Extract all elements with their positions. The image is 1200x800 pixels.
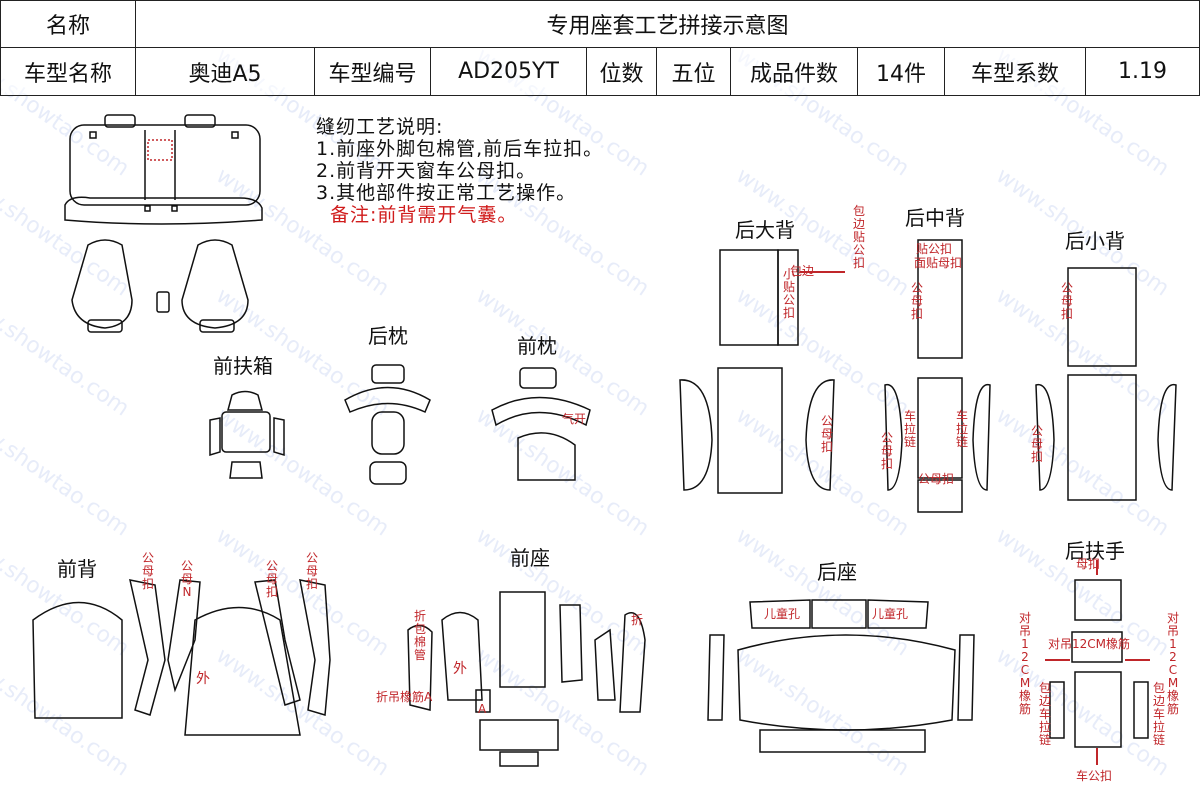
rear-armrest-pieces [1049, 579, 1149, 748]
notes-title: 缝纫工艺说明: [316, 116, 444, 138]
note-ra-car-male: 车公扣 [1076, 769, 1113, 783]
note-fb-snap-1: 公母扣 [141, 551, 154, 591]
rear-big-back-pieces [679, 249, 835, 494]
page-title: 专用座套工艺拼接示意图 [546, 14, 789, 39]
front-pillow-pieces [491, 367, 591, 481]
notes-item-1: 1.前座外脚包棉管,前后车拉扣。 [316, 138, 604, 160]
note-ra-left-hang: 对吊12CM橡筋 [1018, 611, 1031, 716]
header-table: 名称 专用座套工艺拼接示意图 车型名称 奥迪A5 车型编号 AD205YT 位数… [0, 0, 1200, 96]
notes-item-3: 3.其他部件按正常工艺操作。 [316, 182, 577, 204]
note-ra-right-hang: 对吊12CM橡筋 [1166, 611, 1179, 716]
note-fs-fold: 折 [630, 613, 643, 627]
model-name-value: 奥迪A5 [188, 61, 262, 87]
note-female-snap-big: 公母扣 [820, 414, 833, 454]
seats-cell: 五位 [656, 47, 731, 96]
front-armbox-pieces [209, 390, 285, 479]
label-rear-pillow: 后枕 [368, 324, 408, 348]
annotation-arrows [800, 271, 1150, 765]
note-fs-a: A [478, 702, 487, 716]
note-small-female: 公母扣 [1060, 281, 1073, 321]
model-name-label-cell: 车型名称 [0, 47, 136, 96]
seats-label: 位数 [599, 61, 644, 87]
note-snap-small: 小贴公扣 [782, 267, 795, 320]
model-code-cell: AD205YT [430, 47, 587, 96]
coef-cell: 1.19 [1085, 47, 1200, 96]
label-front-pillow: 前枕 [517, 334, 557, 358]
note-wrap-small: 包边 [790, 264, 815, 278]
coef-value: 1.19 [1118, 59, 1167, 84]
label-rear-small-back: 后小背 [1065, 229, 1125, 253]
note-air-open: 气开 [562, 412, 587, 426]
note-fb-snap-n: 公母N [180, 559, 193, 599]
rear-small-back-pieces [1035, 267, 1177, 501]
note-fs-wai: 外 [453, 661, 467, 677]
note-mid-side-snap: 公母扣 [880, 431, 893, 471]
rear-pillow-pieces [344, 364, 431, 485]
note-child-hole-2: 儿童孔 [872, 607, 909, 621]
label-rear-mid-back: 后中背 [905, 206, 965, 230]
note-wrap-edge-snap: 包边贴公扣 [852, 204, 865, 270]
note-mid-top2: 面贴母扣 [914, 256, 963, 270]
front-back-pieces [32, 579, 331, 736]
note-fold-hang: 折吊橡筋A [376, 690, 433, 704]
front-seats-overview [71, 239, 249, 333]
pieces-cell: 14件 [857, 47, 945, 96]
note-child-hole-1: 儿童孔 [764, 607, 801, 621]
note-fold-tube: 折包棉管 [413, 609, 426, 662]
seats-label-cell: 位数 [586, 47, 657, 96]
label-rear-armrest: 后扶手 [1065, 539, 1125, 563]
note-mid-zip-right: 车拉链 [955, 409, 968, 449]
note-fb-wai: 外 [196, 671, 210, 687]
rear-mid-back-pieces [884, 239, 991, 513]
label-rear-big-back: 后大背 [735, 218, 795, 242]
name-label: 名称 [45, 14, 90, 39]
note-small-side: 公母扣 [1030, 424, 1043, 464]
note-fb-snap-2: 公母扣 [265, 559, 278, 599]
model-name-cell: 奥迪A5 [135, 47, 315, 96]
model-code-label-cell: 车型编号 [314, 47, 431, 96]
pieces-label-cell: 成品件数 [730, 47, 858, 96]
label-rear-seat: 后座 [817, 560, 857, 584]
note-mid-bottom-snap: 公母扣 [918, 472, 955, 486]
note-mid-female: 公母扣 [910, 281, 923, 321]
model-name-label: 车型名称 [23, 61, 112, 87]
note-mid-top: 贴公扣 [916, 242, 953, 256]
note-ra-pair-hang: 对吊12CM橡筋 [1048, 637, 1131, 651]
rear-seat-pieces [707, 599, 975, 753]
label-front-armbox: 前扶箱 [213, 354, 273, 378]
coef-label: 车型系数 [970, 61, 1059, 87]
pieces-value: 14件 [876, 61, 926, 87]
rear-seat-overview [64, 114, 263, 225]
seats-value: 五位 [671, 61, 716, 87]
model-code-label: 车型编号 [328, 61, 417, 87]
label-front-back: 前背 [57, 557, 97, 581]
name-label-cell: 名称 [0, 0, 136, 48]
notes-remark: 备注:前背需开气囊。 [330, 204, 518, 226]
model-code-value: AD205YT [458, 59, 559, 84]
pieces-label: 成品件数 [749, 61, 838, 87]
notes-item-2: 2.前背开天窗车公母扣。 [316, 160, 537, 182]
note-ra-edge-zip-left: 包边车拉链 [1038, 681, 1051, 747]
note-mid-zip-left: 车拉链 [903, 409, 916, 449]
note-fb-snap-3: 公母扣 [305, 551, 318, 591]
note-ra-mother: 母扣 [1076, 557, 1101, 571]
label-front-seat: 前座 [510, 546, 550, 570]
sewing-notes: 缝纫工艺说明: 1.前座外脚包棉管,前后车拉扣。 2.前背开天窗车公母扣。 3.… [316, 116, 603, 226]
front-seat-pieces [407, 591, 646, 767]
note-ra-edge-zip-right: 包边车拉链 [1152, 681, 1165, 747]
